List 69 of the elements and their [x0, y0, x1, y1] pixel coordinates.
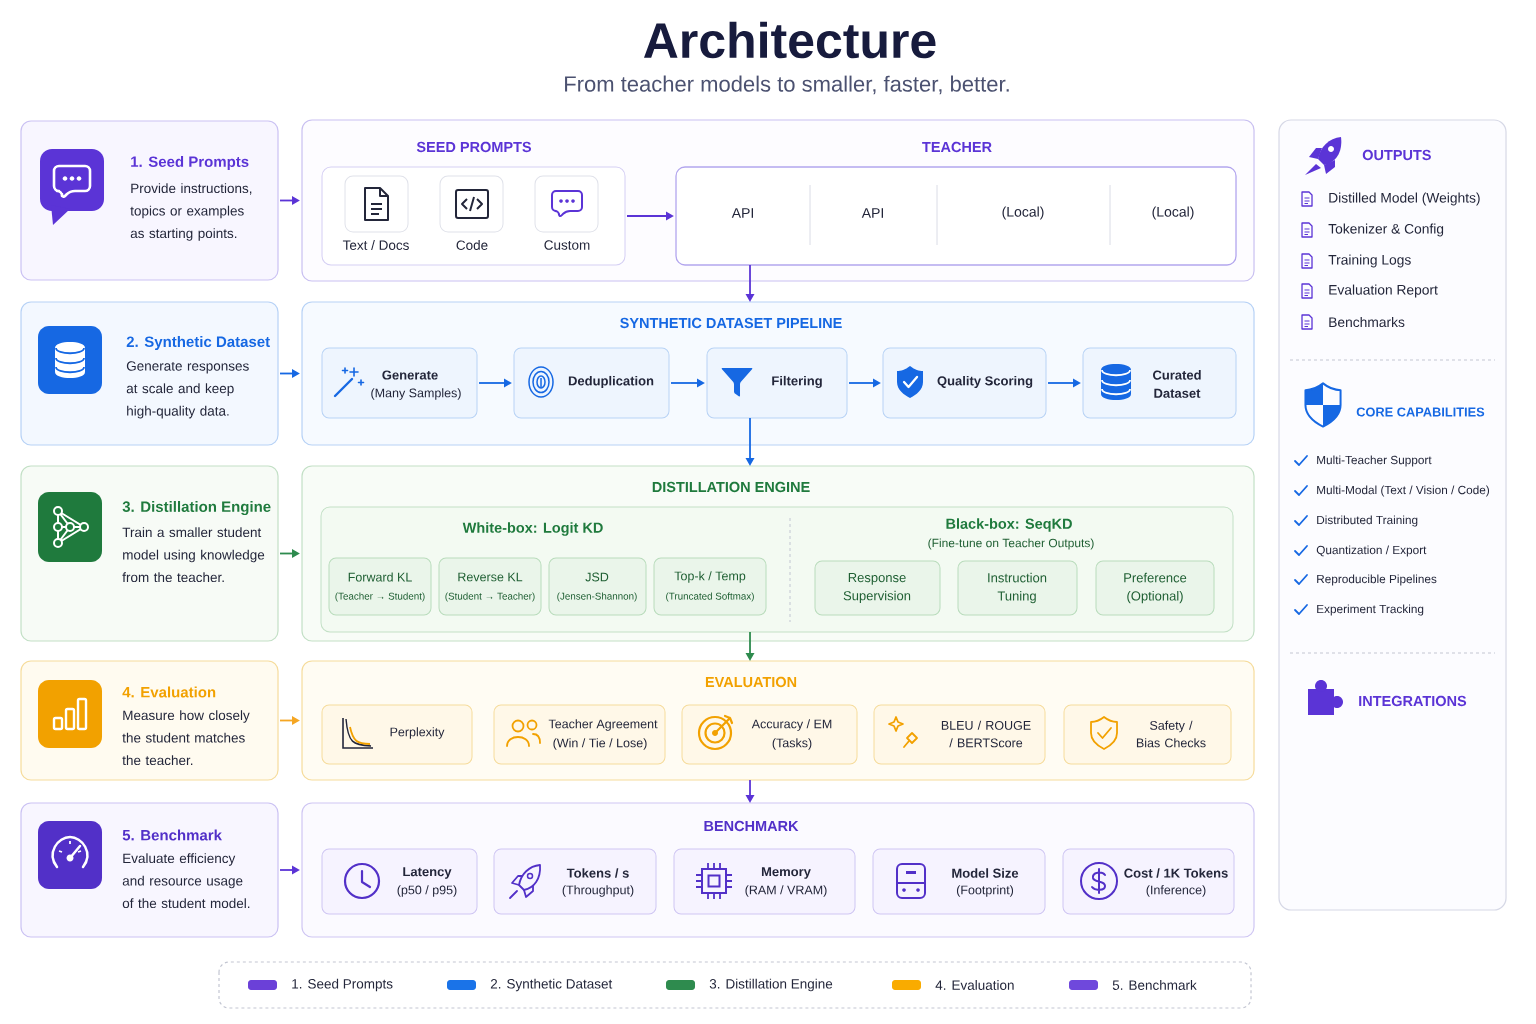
section-heading: OUTPUTS [1362, 149, 1431, 161]
subtitle: From teacher models to smaller, faster, better. [565, 75, 1009, 95]
list-item: Distributed Training [1317, 515, 1418, 527]
source-tile: Text / Docs [342, 175, 409, 250]
card-text: Measure how closely the student matches the teacher. [122, 710, 250, 766]
step-box: Quality Scoring [882, 347, 1047, 419]
step-box: Deduplication [513, 347, 670, 419]
list-item: Training Logs [1328, 254, 1411, 268]
section-heading: CORE CAPABILITIES [1356, 407, 1485, 417]
card-text: Evaluate efficiency and resource usage of the student model. [122, 853, 250, 909]
card-heading: 3. Distillation Engine [122, 500, 271, 516]
metric-box: Perplexity [321, 704, 473, 765]
list-item: Quantization / Export [1316, 545, 1427, 557]
legend-label: 4. Evaluation [935, 980, 1014, 990]
step-box: Curated Dataset [1082, 347, 1237, 419]
metric-box: Model Size (Footprint) [872, 848, 1046, 915]
list-item: Multi-Teacher Support [1317, 455, 1432, 467]
group-heading: White-box: Logit KD [462, 522, 603, 536]
group-heading: SEED PROMPTS [416, 141, 532, 153]
panel-heading: BENCHMARK [704, 820, 799, 832]
step-box: Generate (Many Samples) [321, 347, 478, 419]
method-box: Instruction Tuning [957, 560, 1078, 616]
group-heading: TEACHER [922, 141, 992, 153]
step-box: Filtering [706, 347, 848, 419]
list-item: Distilled Model (Weights) [1329, 192, 1480, 206]
model-label: API [731, 208, 753, 218]
model-label: (Local) [1152, 206, 1194, 220]
card-text: Generate responses at scale and keep high-quality data. [126, 361, 249, 419]
metric-box: Latency (p50 / p95) [321, 848, 478, 915]
legend-label: 5. Benchmark [1112, 980, 1197, 990]
card-text: Train a smaller student model using knowledge from the teacher. [122, 527, 265, 583]
metric-box: BLEU / ROUGE / BERTScore [873, 704, 1046, 765]
section-heading: INTEGRATIONS [1359, 695, 1467, 707]
metric-box: Memory (RAM / VRAM) [673, 848, 856, 915]
panel-heading: EVALUATION [705, 676, 797, 688]
metric-box: Cost / 1K Tokens (Inference) [1062, 848, 1235, 915]
card-heading: 5. Benchmark [122, 829, 222, 841]
list-item: Multi-Modal (Text / Vision / Code) [1317, 485, 1489, 497]
card-heading: 1. Seed Prompts [131, 156, 249, 170]
metric-box: Teacher Agreement (Win / Tie / Lose) [493, 704, 666, 765]
group-subheading: (Fine-tune on Teacher Outputs) [928, 538, 1094, 550]
metric-box: Safety / Bias Checks [1063, 704, 1232, 765]
list-item: Benchmarks [1329, 316, 1405, 328]
card-heading: 2. Synthetic Dataset [126, 336, 270, 350]
method-box: JSD (Jensen-Shannon) [548, 557, 647, 616]
model-label: (Local) [1002, 206, 1044, 220]
panel-heading: SYNTHETIC DATASET PIPELINE [620, 317, 842, 329]
list-item: Tokenizer & Config [1328, 223, 1444, 237]
metric-box: Accuracy / EM (Tasks) [681, 704, 858, 765]
group-heading: Black-box: SeqKD [946, 518, 1072, 532]
method-box: Reverse KL (Student → Teacher) [438, 557, 542, 616]
legend-label: 2. Synthetic Dataset [490, 978, 613, 992]
method-box: Preference (Optional) [1095, 560, 1215, 616]
legend-label: 3. Distillation Engine [709, 978, 833, 992]
source-tile: Code [439, 175, 504, 250]
model-label: API [861, 208, 883, 218]
list-item: Evaluation Report [1329, 284, 1438, 298]
list-item: Reproducible Pipelines [1317, 574, 1437, 586]
list-item: Experiment Tracking [1317, 604, 1424, 616]
source-tile: Custom [534, 175, 599, 250]
panel-heading: DISTILLATION ENGINE [652, 481, 810, 493]
method-box: Forward KL (Teacher → Student) [328, 557, 432, 616]
card-heading: 4. Evaluation [122, 686, 216, 698]
title: Architecture [644, 21, 936, 59]
method-box: Response Supervision [814, 560, 941, 616]
method-box: Top-k / Temp (Truncated Softmax) [653, 557, 767, 616]
card-text: Provide instructions, topics or examples as starting points. [130, 183, 252, 241]
metric-box: Tokens / s (Throughput) [493, 848, 657, 915]
legend-label: 1. Seed Prompts [292, 978, 393, 992]
